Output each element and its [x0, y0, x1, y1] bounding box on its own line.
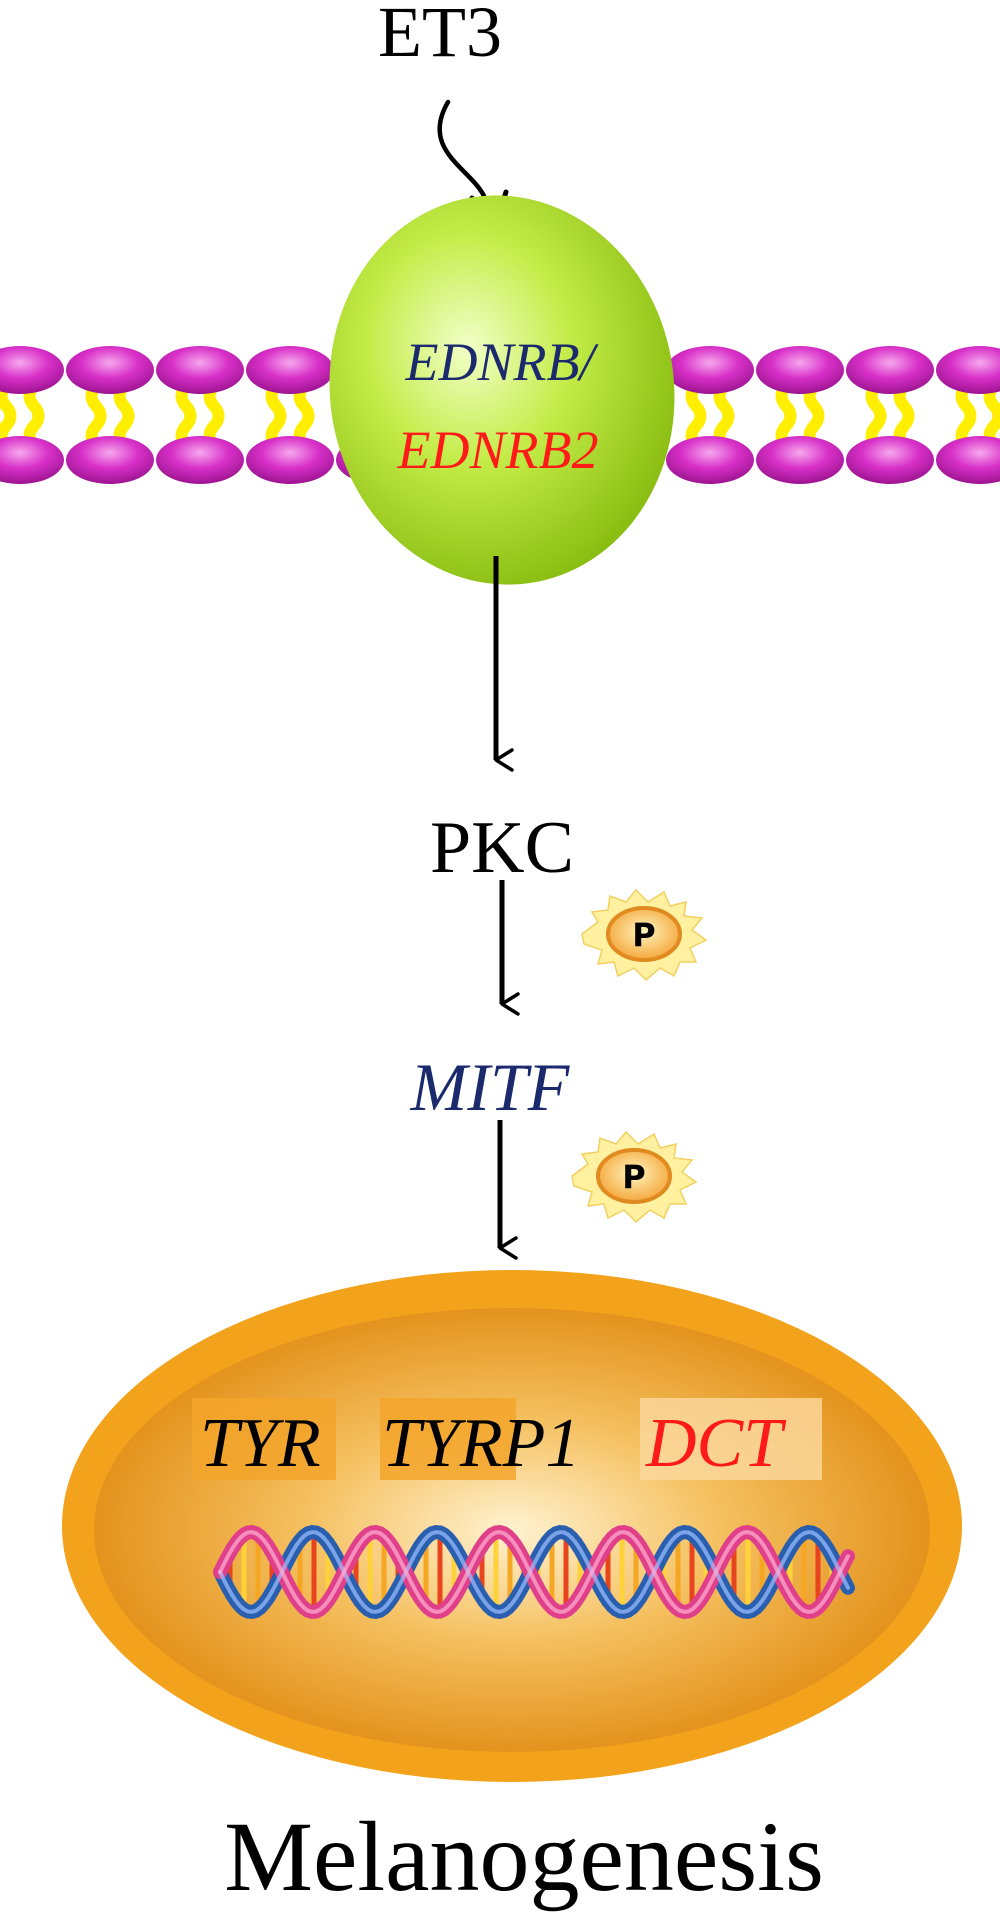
ligand-label: ET3 [378, 0, 502, 72]
gene-label-tyr: TYR [200, 1405, 321, 1482]
receptor-label-line2: EDNRB2 [397, 420, 599, 480]
phospho-badge-icon: P [571, 1130, 698, 1224]
svg-text:P: P [622, 1158, 645, 1196]
mitf-label: MITF [410, 1049, 571, 1125]
receptor: EDNRB/ EDNRB2 [329, 195, 675, 585]
pkc-label: PKC [430, 807, 574, 889]
nucleus [62, 1270, 962, 1782]
receptor-label-line1: EDNRB/ [405, 332, 600, 392]
svg-text:P: P [632, 916, 655, 954]
dna-helix-icon [213, 1524, 855, 1620]
outcome-label: Melanogenesis [224, 1801, 824, 1912]
gene-label-dct: DCT [645, 1405, 787, 1482]
phospho-badge-icon: P [581, 888, 708, 982]
cell-membrane [0, 346, 1000, 484]
gene-label-tyrp1: TYRP1 [382, 1405, 580, 1482]
